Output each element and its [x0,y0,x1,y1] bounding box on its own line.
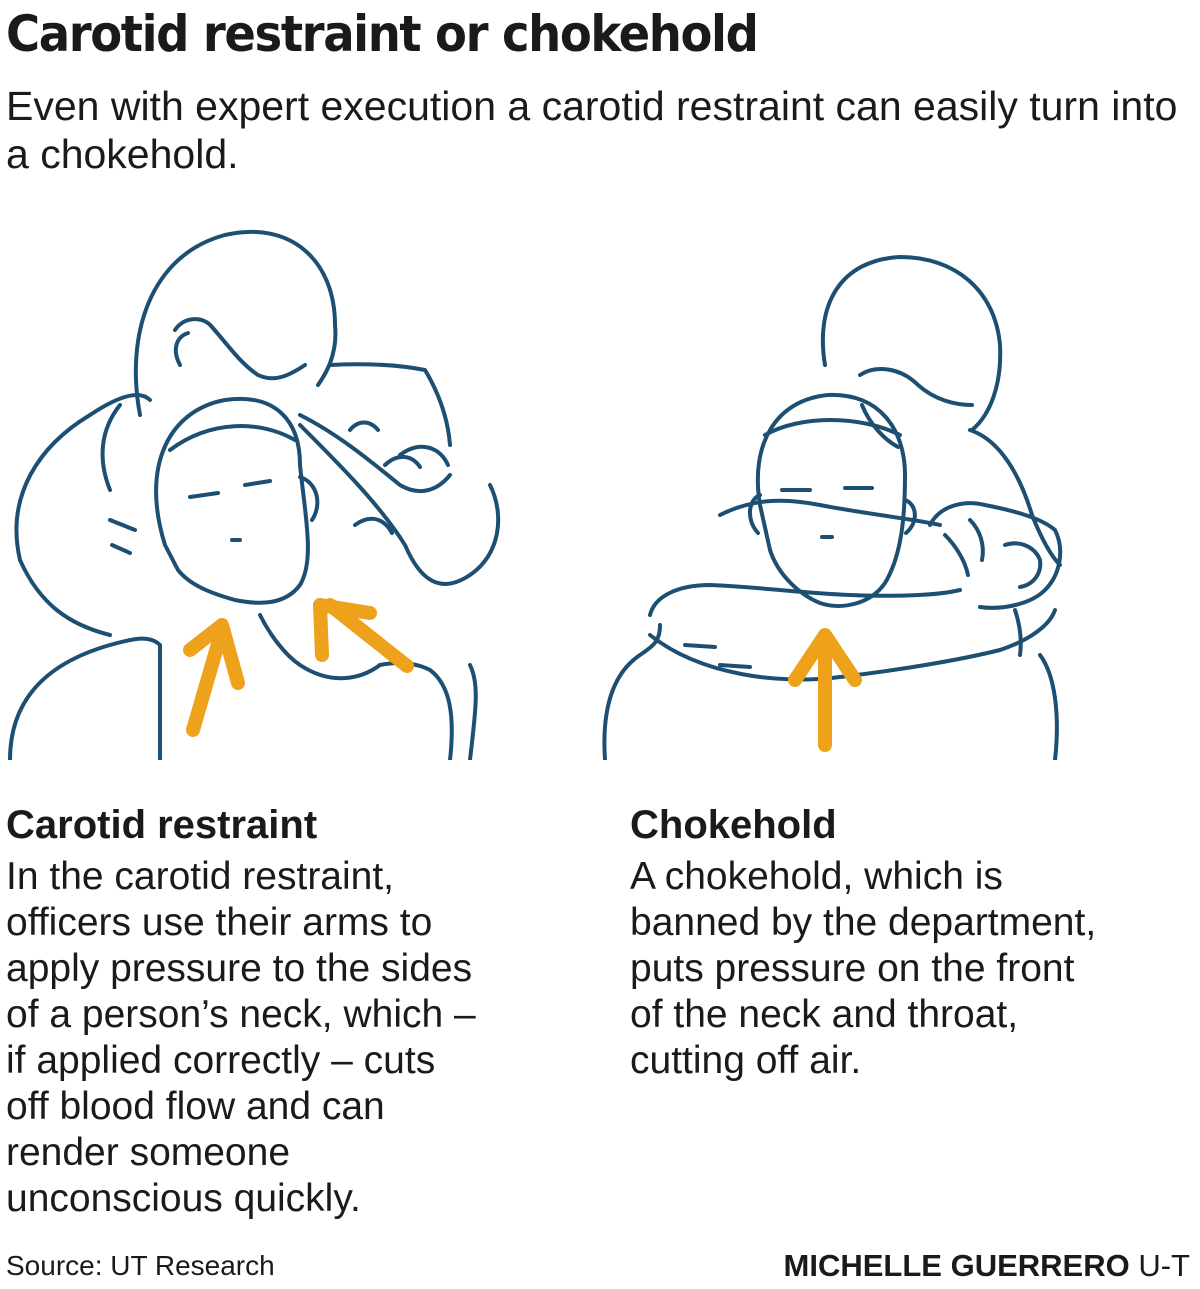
chokehold-heading: Chokehold [630,803,837,847]
pressure-arrow-right [313,598,414,673]
carotid-restraint-heading: Carotid restraint [6,803,318,847]
subject-torso [602,623,662,760]
officer-head [820,255,1003,432]
carotid-restraint-panel: Carotid restraint In the carotid restrai… [6,800,586,1222]
chokehold-illustration [602,255,1063,760]
officer-fist [928,501,1063,610]
carotid-restraint-description: In the carotid restraint, officers use t… [6,855,476,1220]
credit-line: MICHELLE GUERRERO U-T [784,1248,1190,1284]
chokehold-panel: Chokehold A chokehold, which is banned b… [630,800,1200,1084]
pressure-arrow-front [788,628,862,752]
officer-forearm [298,423,501,586]
credit-org: U-T [1138,1248,1190,1283]
chokehold-description: A chokehold, which is banned by the depa… [630,855,1097,1082]
credit-name: MICHELLE GUERRERO [783,1248,1130,1283]
page-title: Carotid restraint or chokehold [6,5,759,63]
page-subtitle: Even with expert execution a carotid res… [6,83,1178,177]
carotid-restraint-illustration [8,229,501,760]
subject-head [154,396,310,605]
pressure-arrow-left [183,618,245,737]
officer-head [133,229,338,417]
subject-head [755,392,907,608]
source-note: Source: UT Research [6,1250,275,1281]
officer-shoulder [14,393,152,562]
subject-torso [8,636,162,760]
